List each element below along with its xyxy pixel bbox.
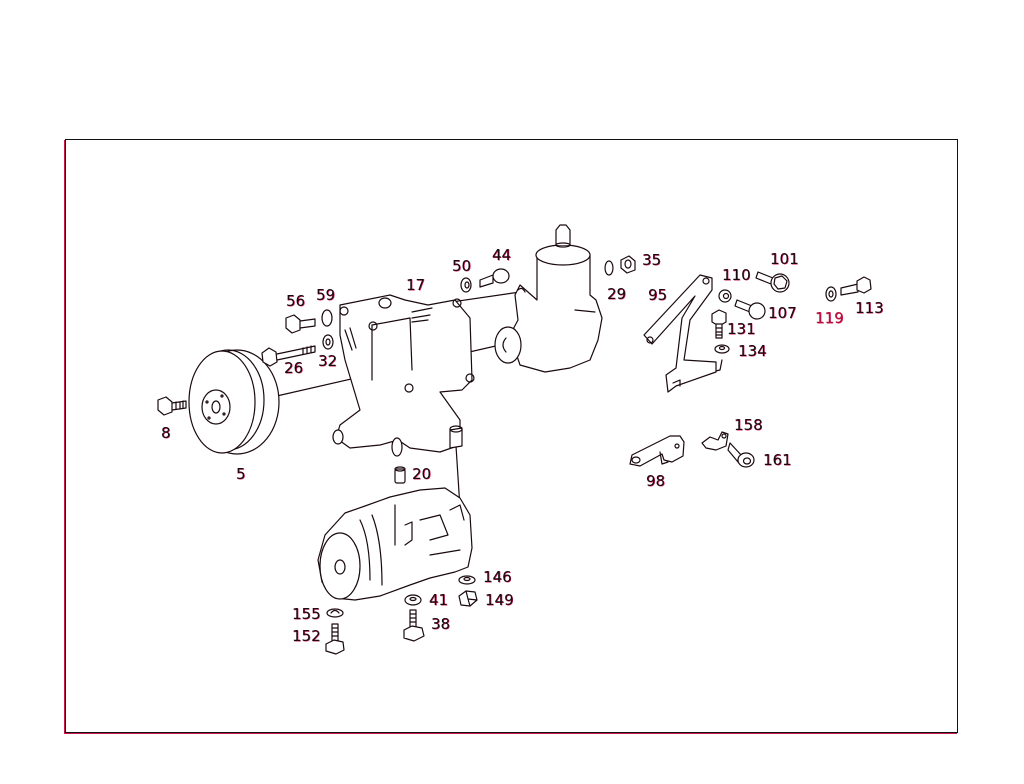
callout-35[interactable]: 35 xyxy=(642,251,662,269)
washer-59-icon xyxy=(321,309,333,327)
callout-161[interactable]: 161 xyxy=(763,451,792,469)
nut-149-icon xyxy=(458,590,478,607)
callout-146[interactable]: 146 xyxy=(483,568,512,586)
bolt-38-icon xyxy=(403,609,425,642)
callout-155[interactable]: 155 xyxy=(292,605,321,623)
callout-158[interactable]: 158 xyxy=(734,416,763,434)
washer-119-icon xyxy=(825,286,837,302)
bushing-20-icon xyxy=(394,466,406,484)
callout-107[interactable]: 107 xyxy=(768,304,797,322)
callout-17[interactable]: 17 xyxy=(406,276,426,294)
callout-26[interactable]: 26 xyxy=(284,359,304,377)
bolt-152-icon xyxy=(325,623,345,655)
power-steering-pump-icon xyxy=(494,224,603,373)
callout-38[interactable]: 38 xyxy=(431,615,451,633)
ac-compressor-icon xyxy=(317,487,473,601)
callout-152[interactable]: 152 xyxy=(292,627,321,645)
pulley-icon xyxy=(188,349,280,455)
callout-41[interactable]: 41 xyxy=(429,591,449,609)
nut-35-icon xyxy=(620,255,636,274)
callout-50[interactable]: 50 xyxy=(452,257,472,275)
washer-50-icon xyxy=(460,277,472,293)
washer-155-icon xyxy=(326,608,344,618)
bolt-113-icon xyxy=(840,276,872,296)
callout-98[interactable]: 98 xyxy=(646,472,666,490)
callout-119[interactable]: 119 xyxy=(815,309,844,327)
callout-32[interactable]: 32 xyxy=(318,352,338,370)
bracket-95-icon xyxy=(643,274,717,393)
clamp-158-icon xyxy=(701,431,729,451)
bolt-107-icon xyxy=(734,299,766,320)
callout-95[interactable]: 95 xyxy=(648,286,668,304)
bolt-161-icon xyxy=(727,442,755,468)
washer-29-icon xyxy=(604,260,614,276)
washer-146-icon xyxy=(458,575,476,585)
callout-134[interactable]: 134 xyxy=(738,342,767,360)
callout-110[interactable]: 110 xyxy=(722,266,751,284)
bracket-98-icon xyxy=(629,435,685,467)
washer-110-icon xyxy=(718,289,732,303)
callout-5[interactable]: 5 xyxy=(236,465,246,483)
washer-41-icon xyxy=(404,594,422,606)
bolt-56-icon xyxy=(285,314,316,334)
callout-29[interactable]: 29 xyxy=(607,285,627,303)
bolt-26-icon xyxy=(261,345,316,367)
callout-131[interactable]: 131 xyxy=(727,320,756,338)
callout-20[interactable]: 20 xyxy=(412,465,432,483)
washer-134-icon xyxy=(714,344,730,354)
callout-113[interactable]: 113 xyxy=(855,299,884,317)
callout-59[interactable]: 59 xyxy=(316,286,336,304)
diagram-frame xyxy=(65,139,958,733)
bolt-8-icon xyxy=(157,396,187,416)
bolt-101-icon xyxy=(755,271,790,293)
callout-56[interactable]: 56 xyxy=(286,292,306,310)
callout-149[interactable]: 149 xyxy=(485,591,514,609)
bracket-17-icon xyxy=(332,294,475,457)
callout-8[interactable]: 8 xyxy=(161,424,171,442)
bolt-44-icon xyxy=(479,268,510,288)
washer-32-icon xyxy=(322,334,334,350)
callout-44[interactable]: 44 xyxy=(492,246,512,264)
callout-101[interactable]: 101 xyxy=(770,250,799,268)
bolt-131-icon xyxy=(711,309,727,339)
